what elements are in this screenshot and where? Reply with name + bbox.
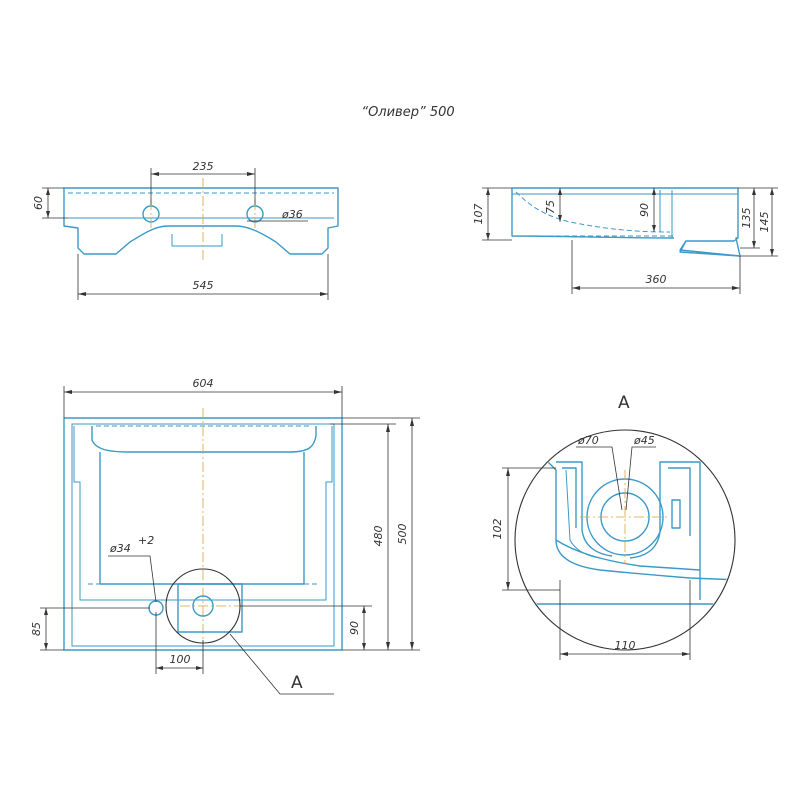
section-marker-a: A	[291, 673, 303, 693]
plan-drain-hole	[192, 595, 214, 617]
dim-107: 107	[472, 204, 485, 225]
dim-480: 480	[372, 526, 385, 547]
dim-100: 100	[170, 653, 191, 666]
front-view: 235 60 ø36 545	[32, 160, 339, 300]
dim-dia-45: ø45	[633, 434, 655, 447]
plan-bowl-outline	[91, 426, 317, 585]
dim-235: 235	[193, 160, 214, 173]
dim-75: 75	[544, 200, 557, 214]
drawing-title: “Оливер” 500	[361, 105, 454, 120]
dim-85: 85	[30, 622, 43, 636]
side-view: 107 75 90 135 145 360	[472, 187, 778, 294]
detail-a-body	[516, 461, 734, 600]
dim-135: 135	[740, 208, 753, 229]
dim-102: 102	[491, 519, 504, 540]
detail-a-boundary	[514, 429, 736, 651]
dim-360: 360	[646, 273, 667, 286]
front-view-drain-block	[171, 234, 223, 247]
front-view-outline	[63, 187, 339, 255]
dim-500: 500	[396, 524, 409, 545]
dim-545: 545	[193, 279, 214, 292]
dim-604: 604	[193, 377, 214, 390]
dim-90-side: 90	[638, 203, 651, 217]
detail-marker-a: A	[618, 393, 630, 413]
detail-a-view: A ø70 ø45 102	[491, 393, 736, 660]
dim-dia-36: ø36	[281, 208, 303, 221]
side-view-outline	[512, 187, 741, 257]
dim-dia-34-tolerance: +2	[138, 534, 154, 547]
dim-dia-34: ø34	[109, 542, 131, 555]
dim-110: 110	[615, 639, 636, 652]
dim-90-plan: 90	[348, 621, 361, 635]
side-view-hidden-bowl	[515, 191, 671, 233]
dim-60: 60	[32, 196, 45, 210]
dim-dia-70: ø70	[577, 434, 599, 447]
plan-view: 604 480 500 90 85 100	[30, 377, 420, 695]
plan-hidden-outline	[79, 425, 327, 598]
dim-145: 145	[758, 212, 771, 233]
plan-drain-box	[177, 583, 243, 633]
